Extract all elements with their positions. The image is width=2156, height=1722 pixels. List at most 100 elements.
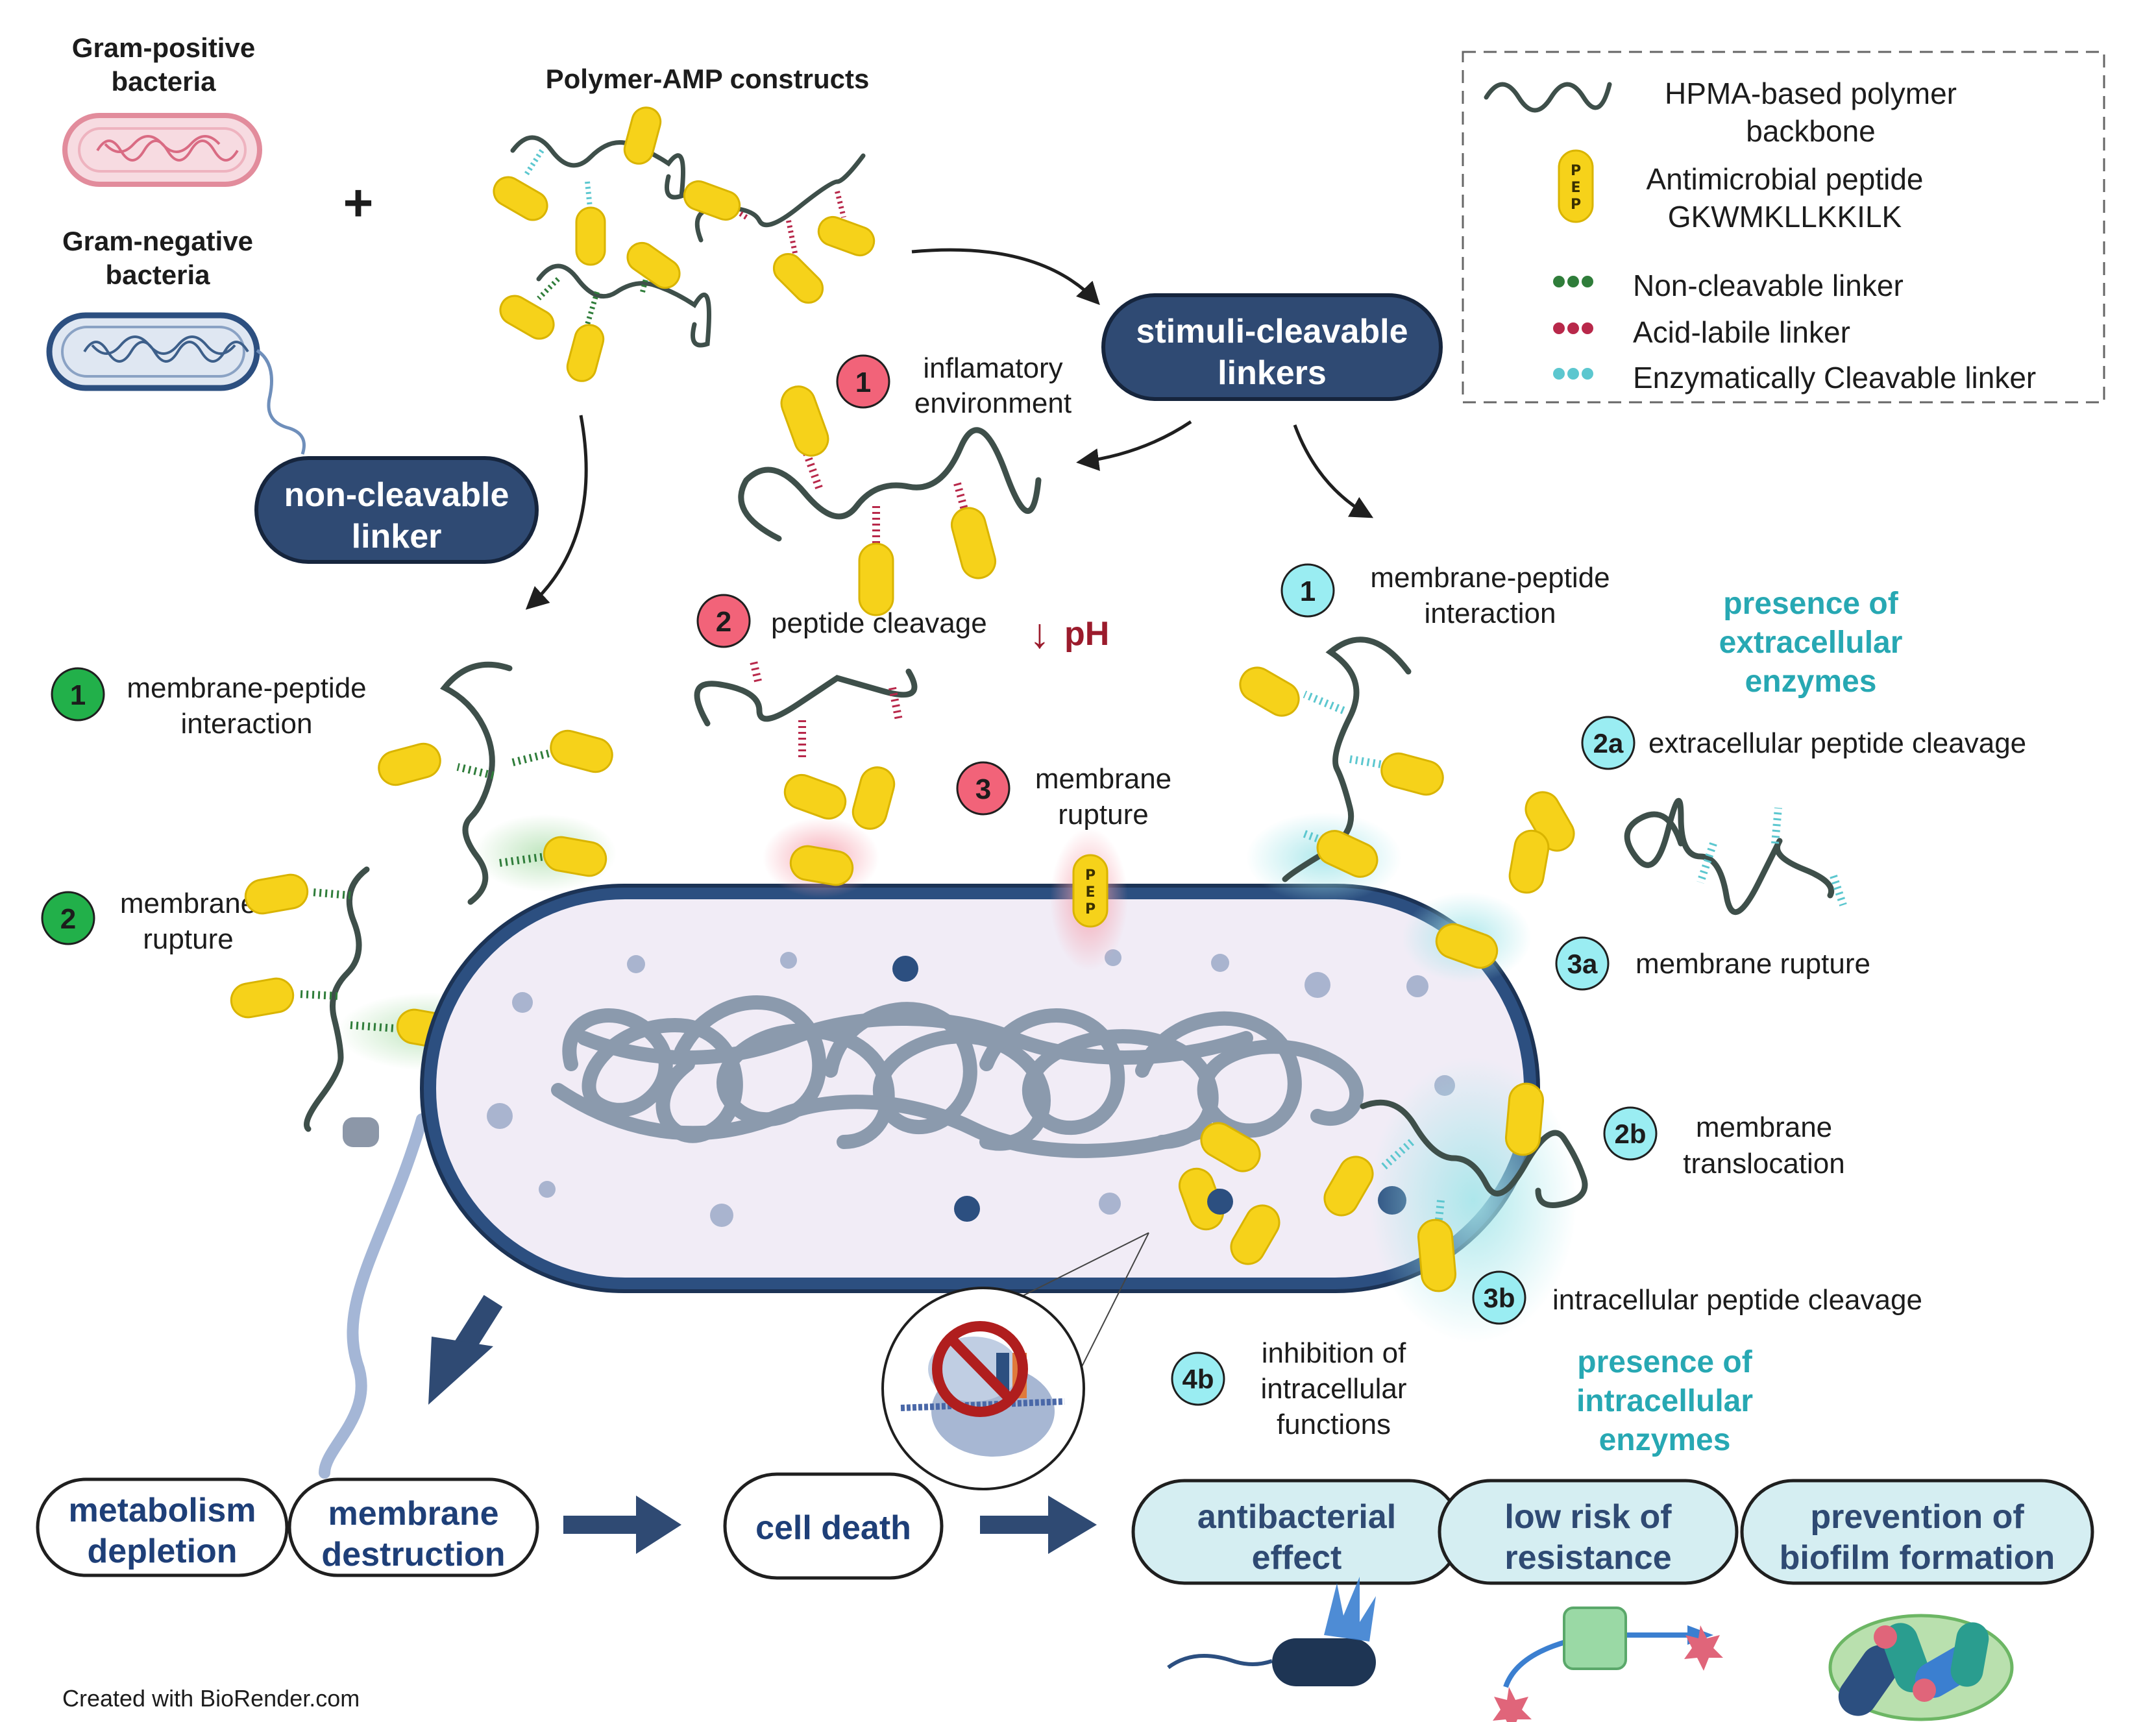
- svg-text:biofilm formation: biofilm formation: [1780, 1539, 2055, 1577]
- enzyme-step-4b: 4b inhibition of intracellular functions: [1171, 1337, 1407, 1440]
- biofilm-cluster-icon: [1828, 1614, 2014, 1721]
- svg-text:depletion: depletion: [87, 1533, 237, 1570]
- svg-text:2a: 2a: [1593, 728, 1624, 758]
- svg-text:2b: 2b: [1614, 1119, 1646, 1149]
- svg-text:E: E: [1085, 884, 1095, 901]
- svg-text:antibacterial: antibacterial: [1197, 1498, 1396, 1536]
- legend-acid-labile-icon: [1553, 322, 1593, 334]
- svg-text:intracellular peptide cleavage: intracellular peptide cleavage: [1552, 1284, 1922, 1316]
- svg-text:resistance: resistance: [1504, 1539, 1671, 1577]
- svg-text:inhibition of: inhibition of: [1262, 1337, 1406, 1369]
- extracellular-enzymes-label: presence of extracellular enzymes: [1719, 587, 1903, 699]
- svg-text:peptide cleavage: peptide cleavage: [771, 607, 987, 639]
- acid-step-3: 3 membrane rupture: [956, 761, 1171, 831]
- biorender-credit: Created with BioRender.com: [62, 1685, 360, 1712]
- membrane-destruction-pill: membrane destruction: [288, 1477, 539, 1577]
- svg-text:P: P: [1571, 163, 1581, 179]
- right-thick-arrow-2: [980, 1496, 1097, 1554]
- legend-peptide-icon: [1558, 149, 1594, 223]
- legend-peptide-sequence: GKWMKLLKKILK: [1668, 200, 1902, 234]
- svg-text:rupture: rupture: [1058, 799, 1148, 831]
- svg-text:membrane: membrane: [328, 1495, 499, 1533]
- extracellular-cleavage-illustration: [1508, 791, 1847, 916]
- svg-text:presence of: presence of: [1577, 1345, 1752, 1379]
- svg-text:2: 2: [60, 903, 76, 935]
- legend-backbone-label-line2: backbone: [1746, 114, 1876, 148]
- gram-negative-bacterium-icon: [46, 312, 306, 455]
- svg-text:membrane: membrane: [120, 888, 256, 919]
- svg-text:4b: 4b: [1182, 1364, 1214, 1394]
- down-thick-arrow: [428, 1294, 503, 1405]
- svg-text:membrane: membrane: [1696, 1111, 1832, 1143]
- enzyme-step-3a: 3a membrane rupture: [1555, 936, 1870, 991]
- svg-text:P: P: [1085, 901, 1096, 917]
- svg-text:extracellular peptide cleavage: extracellular peptide cleavage: [1648, 727, 2026, 759]
- antibacterial-effect-pill: antibacterial effect: [1131, 1479, 1462, 1585]
- star-right-icon: [1684, 1625, 1723, 1671]
- legend-enzymatic-icon: [1553, 368, 1593, 380]
- bacterium-cell: [319, 884, 1540, 1479]
- svg-text:inflamatory: inflamatory: [923, 352, 1062, 384]
- svg-text:extracellular: extracellular: [1719, 625, 1903, 660]
- svg-text:enzymes: enzymes: [1745, 664, 1877, 699]
- intracellular-free-peptides: [1178, 1122, 1280, 1265]
- svg-text:1: 1: [1300, 576, 1316, 607]
- svg-text:translocation: translocation: [1683, 1148, 1844, 1180]
- legend-peptide-label: Antimicrobial peptide: [1646, 162, 1923, 196]
- svg-text:membrane rupture: membrane rupture: [1635, 948, 1870, 980]
- svg-text:environment: environment: [914, 387, 1072, 419]
- svg-text:3a: 3a: [1567, 949, 1598, 979]
- dna-nucleoid-tangle: [551, 995, 1364, 1158]
- gram-positive-bacterium-icon: [62, 113, 262, 187]
- low-resistance-pill: low risk of resistance: [1438, 1479, 1739, 1585]
- acid-step-2: 2 peptide cleavage ↓ pH: [696, 594, 1109, 657]
- translocation-illustration: [1323, 1058, 1588, 1343]
- svg-text:functions: functions: [1277, 1409, 1391, 1440]
- svg-text:membrane-peptide: membrane-peptide: [1370, 562, 1610, 594]
- non-cleavable-pill: non-cleavable linker: [254, 456, 539, 564]
- svg-text:intracellular: intracellular: [1261, 1373, 1407, 1405]
- svg-text:bacteria: bacteria: [105, 260, 210, 290]
- enzyme-membrane-interaction-illustration: [1239, 637, 1444, 903]
- enzyme-step-3b: 3b intracellular peptide cleavage: [1472, 1270, 1922, 1325]
- svg-text:3: 3: [975, 773, 991, 805]
- svg-text:rupture: rupture: [143, 923, 233, 955]
- noncleavable-step-2: 2 membrane rupture: [41, 888, 256, 955]
- cell-death-pill: cell death: [723, 1472, 944, 1580]
- enzyme-step-1: 1 membrane-peptide interaction: [1280, 562, 1610, 629]
- svg-text:P: P: [1571, 197, 1581, 213]
- flow-arrows: [525, 248, 1374, 610]
- star-left-icon: [1493, 1687, 1532, 1722]
- membrane-rupture-3a-peptide: [1402, 892, 1532, 983]
- legend-enzymatic-label: Enzymatically Cleavable linker: [1633, 361, 2036, 394]
- svg-text:P: P: [1085, 867, 1096, 884]
- svg-text:interaction: interaction: [180, 708, 312, 740]
- legend-noncleavable-label: Non-cleavable linker: [1633, 269, 1904, 302]
- legend-backbone-icon: [1484, 82, 1612, 113]
- resistance-pore-icon: [1493, 1607, 1723, 1722]
- noncleavable-step-1: 1 membrane-peptide interaction: [51, 667, 367, 740]
- svg-text:effect: effect: [1252, 1539, 1342, 1577]
- svg-text:metabolism: metabolism: [69, 1492, 256, 1529]
- svg-text:low risk of: low risk of: [1504, 1498, 1672, 1536]
- legend-backbone-label: HPMA-based polymer: [1665, 77, 1957, 110]
- gram-positive-label: Gram-positive bacteria: [72, 32, 255, 97]
- legend-box: HPMA-based polymer backbone P E P Antimi…: [1462, 51, 2105, 404]
- svg-text:Gram-positive: Gram-positive: [72, 32, 255, 63]
- acid-step-1: 1 inflamatory environment: [836, 352, 1072, 419]
- legend-acid-labile-label: Acid-labile linker: [1633, 315, 1850, 349]
- ribosome-inhibition-magnifier: [881, 1232, 1149, 1490]
- lysed-bacterium-icon: [1167, 1577, 1376, 1686]
- svg-text:cell death: cell death: [755, 1509, 911, 1547]
- svg-text:membrane: membrane: [1035, 763, 1171, 795]
- intracellular-enzymes-label: presence of intracellular enzymes: [1576, 1345, 1753, 1457]
- svg-text:E: E: [1571, 180, 1580, 196]
- svg-text:2: 2: [716, 606, 731, 638]
- svg-text:prevention of: prevention of: [1810, 1498, 2024, 1536]
- gram-negative-label: Gram-negative bacteria: [62, 226, 253, 290]
- svg-text:stimuli-cleavable: stimuli-cleavable: [1136, 313, 1408, 350]
- svg-text:interaction: interaction: [1424, 598, 1556, 629]
- svg-text:enzymes: enzymes: [1599, 1423, 1731, 1457]
- svg-text:presence of: presence of: [1723, 587, 1898, 621]
